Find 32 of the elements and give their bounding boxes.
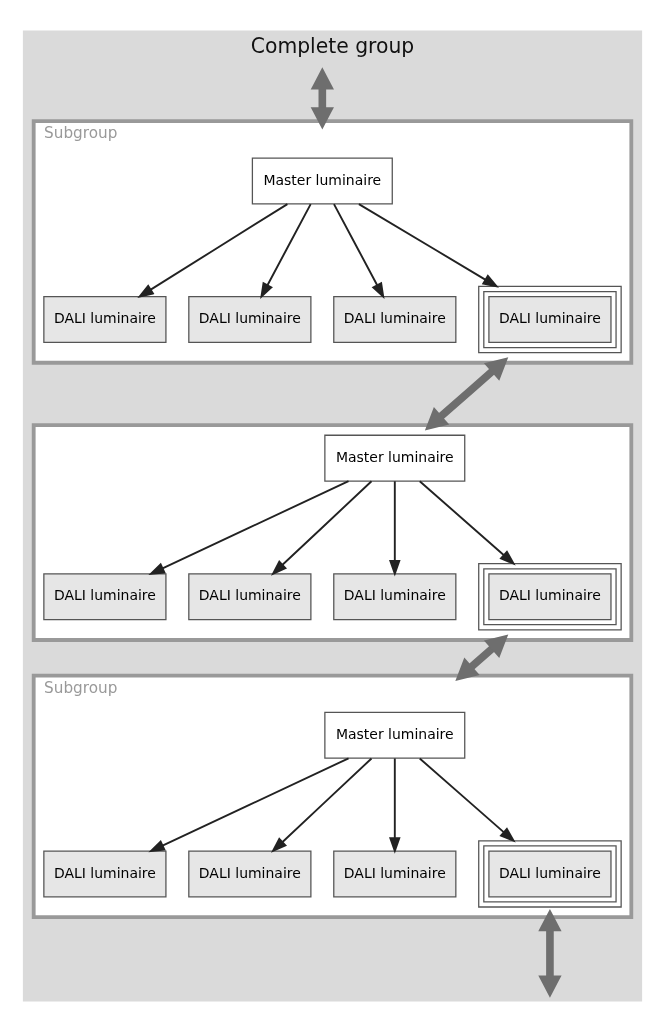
node-box: DALI luminaire	[188, 849, 312, 897]
node-box: DALI luminaire	[333, 572, 457, 620]
arrow	[148, 479, 350, 575]
node-box: DALI luminaire	[43, 295, 167, 343]
node-box: DALI luminaire	[478, 562, 622, 630]
node-box: DALI luminaire	[43, 849, 167, 897]
arrow	[148, 756, 350, 852]
node-box: Master luminaire	[251, 156, 393, 204]
arrow	[418, 757, 516, 843]
arrow	[270, 757, 373, 853]
arrow	[357, 202, 499, 288]
arrow	[260, 202, 312, 299]
arrow	[270, 479, 373, 576]
arrow	[455, 634, 509, 681]
arrow	[424, 356, 509, 430]
arrow	[538, 908, 562, 998]
node-box: DALI luminaire	[478, 839, 622, 908]
arrow	[418, 479, 516, 565]
arrow	[389, 479, 401, 577]
node-box: DALI luminaire	[188, 572, 312, 620]
node-box: Master luminaire	[324, 711, 466, 759]
node-box: DALI luminaire	[333, 849, 457, 897]
node-box: DALI luminaire	[43, 572, 167, 620]
arrow	[137, 202, 289, 298]
arrow	[310, 66, 334, 129]
node-box: DALI luminaire	[333, 295, 457, 343]
node-box: DALI luminaire	[478, 285, 622, 353]
arrow	[389, 757, 401, 854]
arrow	[333, 202, 385, 299]
node-box: Master luminaire	[324, 434, 466, 482]
node-box: DALI luminaire	[188, 295, 312, 343]
cluster	[31, 422, 634, 642]
